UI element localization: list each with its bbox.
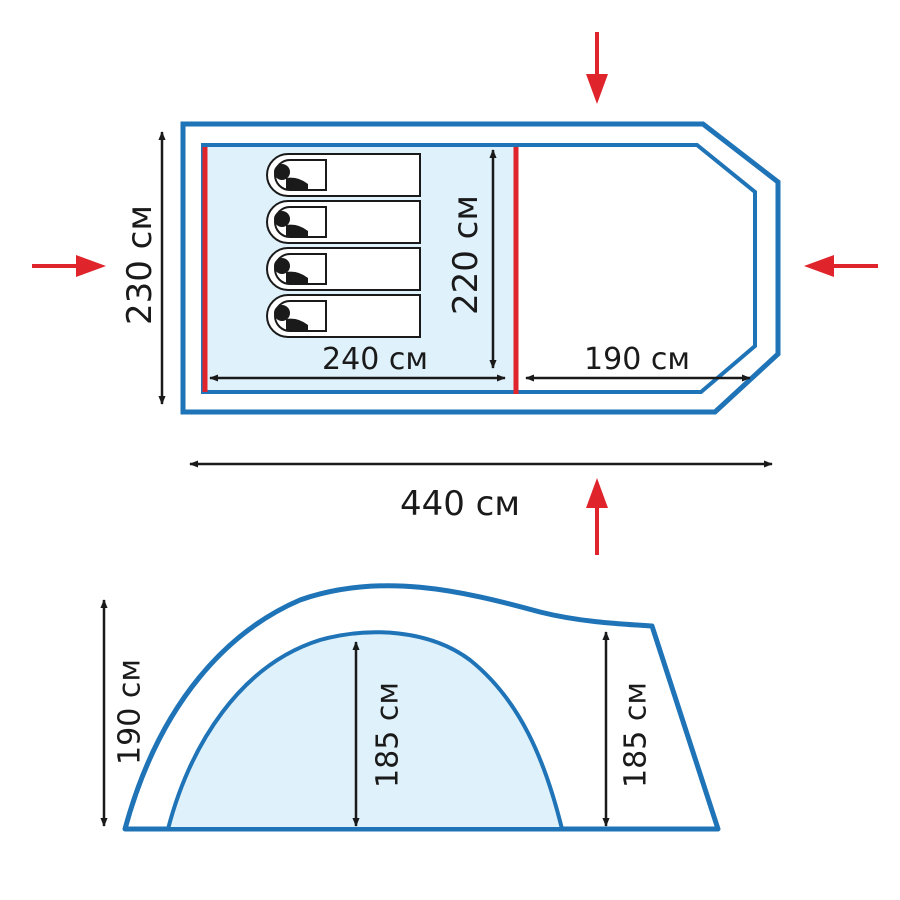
- person-head-icon: [274, 305, 290, 321]
- width-230-label: 230 см: [120, 205, 160, 325]
- person-head-icon: [274, 211, 290, 227]
- person-head-icon: [274, 258, 290, 274]
- sleeping-bag: [266, 294, 421, 338]
- red-arrow-down-icon: [586, 32, 608, 104]
- person-head-icon: [274, 164, 290, 180]
- sleeping-bag: [266, 247, 421, 291]
- length-440-label: 440 см: [400, 484, 520, 524]
- length-190-label: 190 см: [584, 342, 690, 377]
- red-arrow-right-icon: [32, 255, 106, 277]
- height-190-label: 190 см: [113, 659, 148, 765]
- red-arrow-up-icon: [586, 478, 608, 555]
- plan-view: 230 см 220 см 240 см 190 см 440 см: [32, 32, 878, 555]
- side-view: 190 см 185 см 185 см: [100, 583, 721, 832]
- inner-height-185-label: 185 см: [371, 682, 406, 788]
- red-arrow-left-icon: [804, 255, 878, 277]
- sleeping-bag: [266, 153, 421, 197]
- sleeping-bag: [266, 200, 421, 244]
- vestibule-height-185-label: 185 см: [619, 682, 654, 788]
- width-220-label: 220 см: [446, 195, 486, 315]
- inner-tent-profile: [165, 630, 565, 831]
- length-240-label: 240 см: [322, 342, 428, 377]
